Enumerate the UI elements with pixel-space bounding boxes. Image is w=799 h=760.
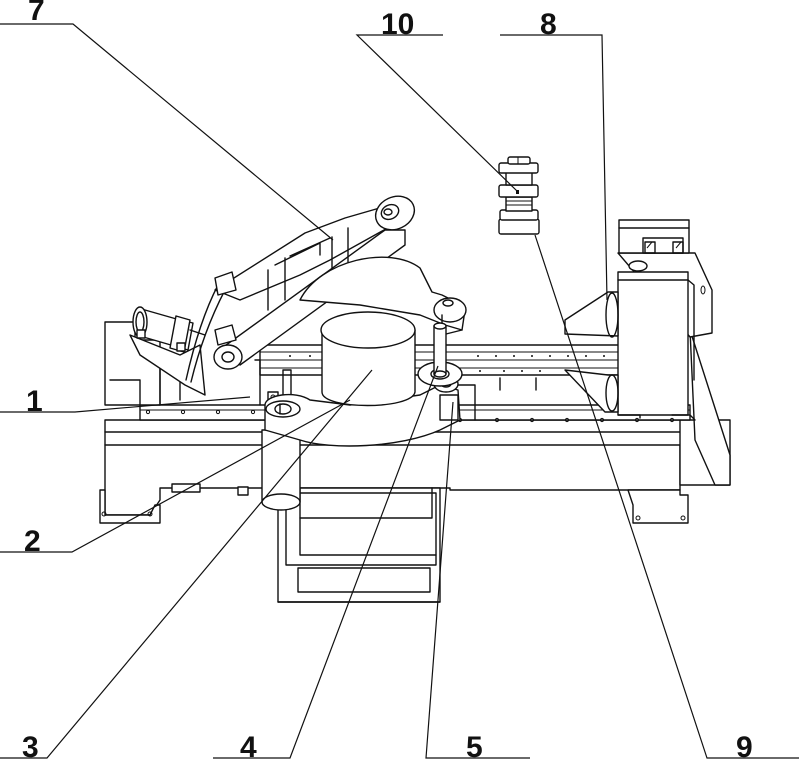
label-1: 1: [26, 385, 43, 418]
leader-lines: [0, 23, 799, 759]
lower-housing: [277, 487, 441, 603]
callout-labels: 7 10 8 1 2 3 4 5 9: [22, 0, 753, 760]
label-3: 3: [22, 731, 39, 760]
label-2: 2: [24, 525, 41, 558]
leader-10: [355, 34, 518, 192]
tapered-sleeve: [564, 291, 619, 413]
leader-4: [213, 365, 439, 759]
label-5: 5: [466, 731, 483, 760]
label-7: 7: [28, 0, 45, 27]
dome-housing: [299, 256, 467, 336]
leader-5: [425, 401, 530, 759]
leader-7: [0, 23, 334, 241]
spool: [498, 156, 540, 235]
label-4: 4: [240, 731, 257, 760]
drum-cylinder: [320, 311, 416, 407]
right-support-block: [617, 219, 731, 486]
leader-9: [534, 234, 799, 759]
leader-2: [0, 399, 351, 553]
leader-8: [500, 34, 608, 301]
pin: [417, 322, 463, 387]
leader-3: [0, 369, 373, 759]
leader-1: [0, 396, 251, 413]
column: [261, 429, 301, 511]
label-10: 10: [381, 8, 414, 41]
label-8: 8: [540, 8, 557, 41]
swing-arm: [264, 375, 461, 447]
label-9: 9: [736, 731, 753, 760]
